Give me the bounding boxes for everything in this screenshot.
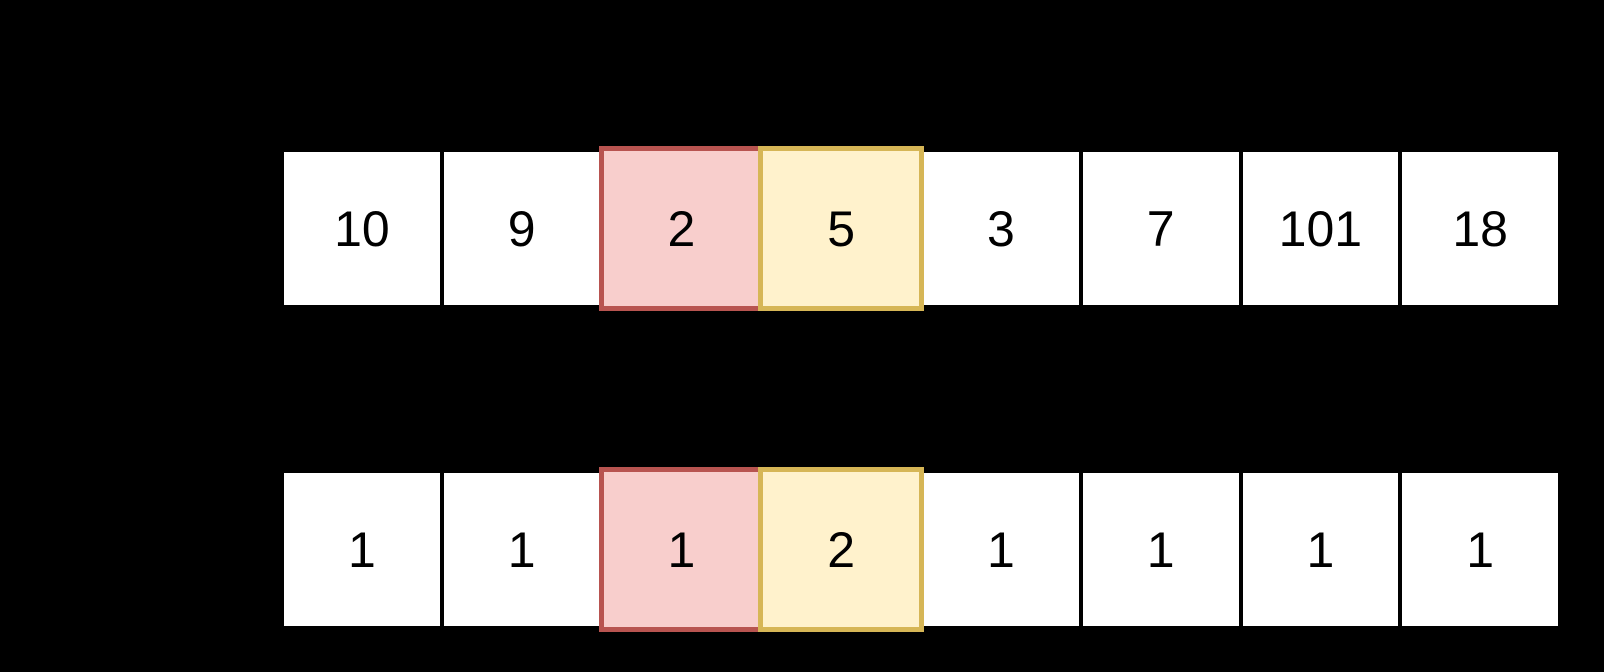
array-cell: 1: [1400, 471, 1560, 628]
array-cell-highlighted-yellow: 2: [758, 467, 924, 632]
array-cell: 1: [921, 471, 1081, 628]
array-cell: 1: [282, 471, 442, 628]
array-cell: 10: [282, 150, 442, 307]
array-cell: 3: [921, 150, 1081, 307]
array-cell-highlighted-yellow: 5: [758, 146, 924, 311]
array-cell: 1: [1080, 471, 1241, 628]
array-cell: 1: [1240, 471, 1401, 628]
array-cell-highlighted-red: 1: [598, 467, 765, 632]
array-cell-highlighted-red: 2: [598, 146, 765, 311]
array-cell: 7: [1080, 150, 1241, 307]
array-cell: 18: [1400, 150, 1560, 307]
array-cell: 1: [441, 471, 602, 628]
array-cell: 9: [441, 150, 602, 307]
array-cell: 101: [1240, 150, 1401, 307]
array-row-1: 10 9 2 5 3 7 101 18: [282, 146, 1560, 311]
array-row-2: 1 1 1 2 1 1 1 1: [282, 467, 1560, 632]
